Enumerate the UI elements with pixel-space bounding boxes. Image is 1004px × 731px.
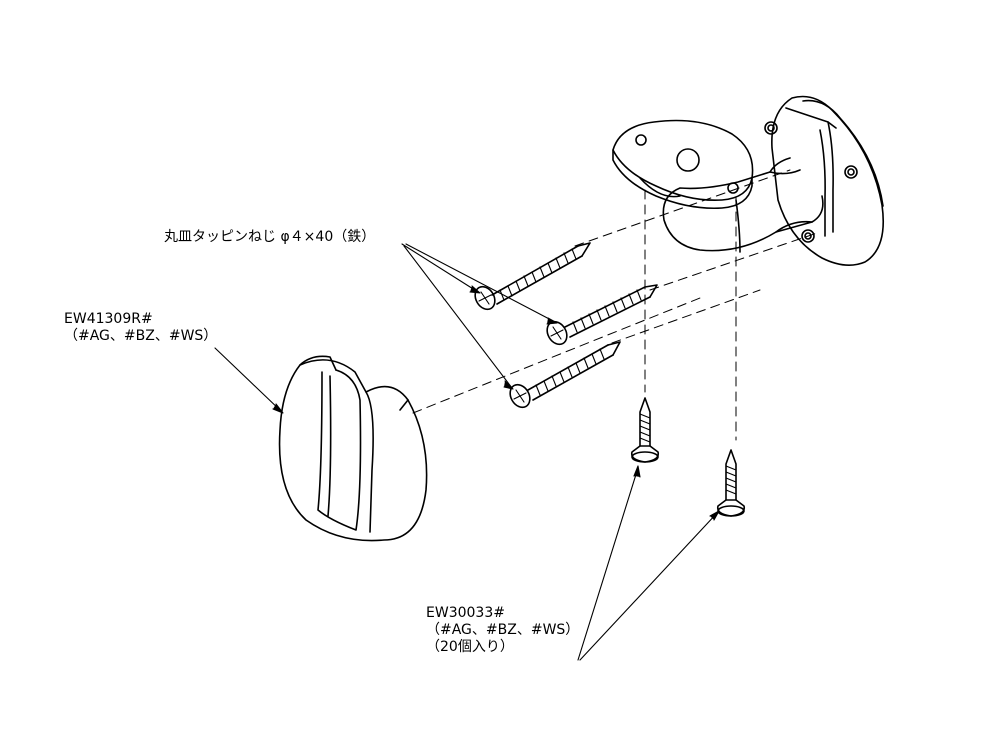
bracket-wall-plate-edge xyxy=(802,99,884,207)
alignment-dashed-lines xyxy=(412,169,821,441)
cover-slot xyxy=(317,369,362,531)
saddle-hole-left xyxy=(635,134,647,146)
small-screw-quantity: （20個入り） xyxy=(426,639,514,655)
leader-lines xyxy=(214,243,720,661)
saddle-hole-center xyxy=(676,148,700,172)
plate-hole-lower xyxy=(801,229,815,243)
tapping-screw-2 xyxy=(546,284,658,346)
cover-part-label: EW41309R# （#AG、#BZ、#WS） xyxy=(64,311,217,345)
saddle-hole-right xyxy=(727,182,739,194)
small-screw-part-label: EW30033# （#AG、#BZ、#WS） （20個入り） xyxy=(426,605,579,656)
bracket-arm xyxy=(662,157,824,252)
screw-spec-label: 丸皿タッピンねじ φ４×40（鉄） xyxy=(164,229,375,246)
small-screw-right xyxy=(716,449,746,517)
small-screw-left xyxy=(630,397,660,463)
handrail-bracket xyxy=(612,95,885,266)
plate-hole-upper xyxy=(764,121,778,135)
tapping-screw-3 xyxy=(509,341,621,409)
tapping-screw-1 xyxy=(474,242,591,311)
cover-outer xyxy=(278,359,428,542)
cover-part-number: EW41309R# xyxy=(64,311,153,327)
small-screw-part-number: EW30033# xyxy=(426,605,505,621)
plate-hole-right xyxy=(844,165,858,179)
wall-cover xyxy=(278,355,428,542)
small-screw-variants: （#AG、#BZ、#WS） xyxy=(426,622,580,638)
cover-variants: （#AG、#BZ、#WS） xyxy=(64,328,218,344)
screw-spec-text: 丸皿タッピンねじ φ４×40（鉄） xyxy=(164,229,376,245)
